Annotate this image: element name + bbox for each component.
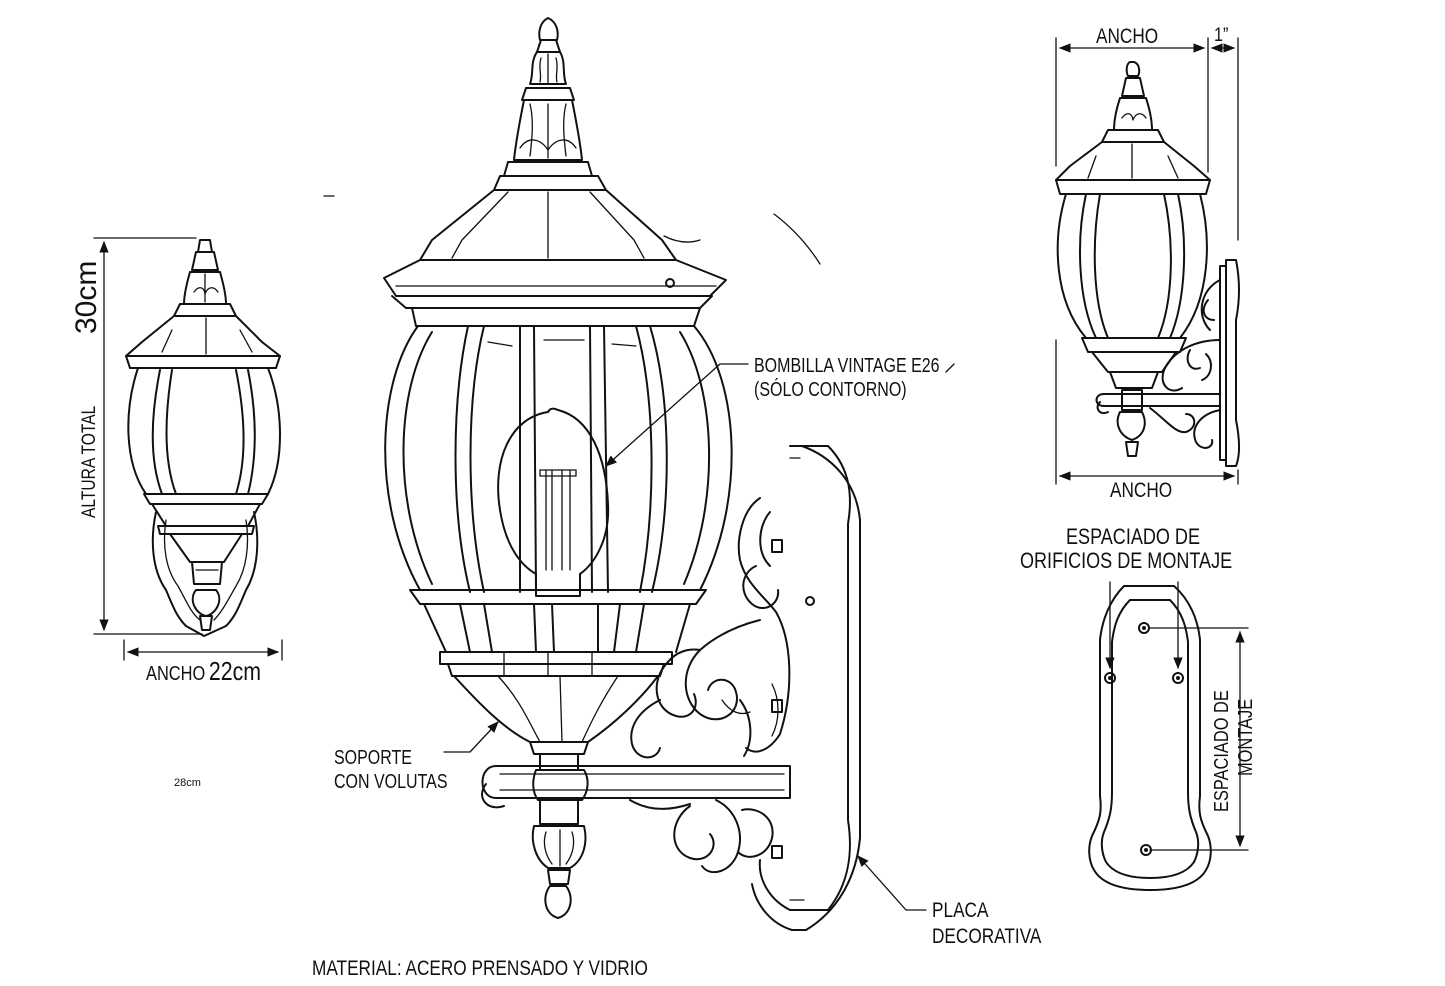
bulb-label-line1: BOMBILLA VINTAGE E26 xyxy=(754,355,940,377)
left-width-word: ANCHO xyxy=(146,663,206,685)
leader-lines xyxy=(443,363,955,911)
left-width-label: ANCHO 22cm xyxy=(146,658,261,684)
left-dimensions xyxy=(93,237,283,661)
plate-label-line2: DECORATIVA xyxy=(932,925,1042,948)
bottom-width-label: ANCHO xyxy=(1110,479,1173,502)
top-width-label: ANCHO xyxy=(1096,25,1159,48)
top-offset-label: 1” xyxy=(1214,25,1229,46)
material-label: MATERIAL: ACERO PRENSADO Y VIDRIO xyxy=(312,957,648,980)
stray-dimension-label: 28cm xyxy=(174,777,201,789)
right-dimensions xyxy=(1055,37,1239,485)
left-lantern xyxy=(125,239,281,637)
mounting-plate xyxy=(1088,581,1249,891)
bulb-label-line2: (SÓLO CONTORNO) xyxy=(754,379,907,401)
stray-marks xyxy=(323,195,821,265)
bracket-label-line1: SOPORTE xyxy=(334,747,412,769)
holes-label-line2: ORIFICIOS DE MONTAJE xyxy=(1020,548,1233,573)
total-height-label: ALTURA TOTAL xyxy=(79,405,100,518)
right-lantern xyxy=(1055,61,1240,467)
left-width-value: 22cm xyxy=(208,656,262,686)
plate-label-line1: PLACA xyxy=(932,899,989,922)
holes-label-line1: ESPACIADO DE xyxy=(1066,524,1201,549)
bracket-label-line2: CON VOLUTAS xyxy=(334,771,448,793)
height-value-label: 30cm xyxy=(70,260,103,334)
mount-label-line1: ESPACIADO DE xyxy=(1211,690,1233,812)
main-lantern xyxy=(383,17,861,931)
mount-label-line2: MONTAJE xyxy=(1235,698,1257,776)
